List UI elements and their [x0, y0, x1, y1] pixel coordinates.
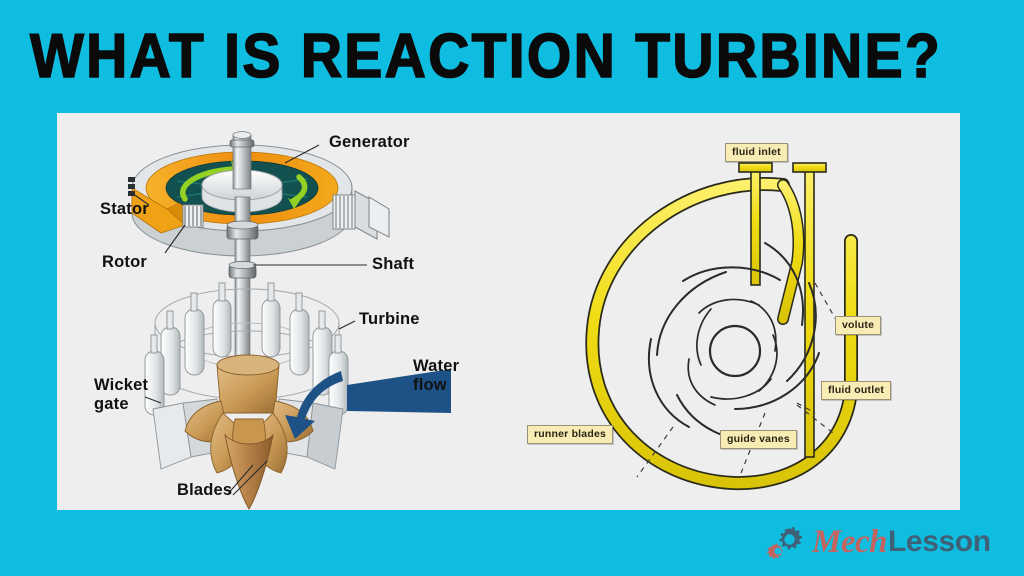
gear-small-icon	[767, 543, 783, 559]
runner-inner-vanes	[687, 298, 778, 406]
gear-large-icon	[779, 526, 802, 550]
runner-blades-curves	[647, 242, 820, 442]
label-blades: Blades	[177, 481, 233, 499]
stator-laminations-left	[182, 204, 204, 228]
main-shaft	[226, 131, 259, 408]
wicket-gate-posts	[144, 282, 349, 416]
label-water-flow: Water flow	[413, 357, 460, 394]
callout-volute: volute	[835, 316, 882, 335]
callout-fluid-outlet: fluid outlet	[821, 381, 892, 400]
callout-guide-vanes: guide vanes	[720, 430, 797, 449]
label-stator: Stator	[100, 200, 149, 218]
logo-lesson-text: Lesson	[888, 525, 991, 558]
logo-mech-text: Mech	[812, 523, 888, 560]
figure-volute-casing: fluid inlet volute fluid outlet runner b…	[497, 113, 960, 510]
label-rotor: Rotor	[102, 253, 147, 271]
fluid-inlet-pipe	[738, 162, 827, 458]
label-wicket-gate: Wicket gate	[94, 376, 149, 413]
label-turbine: Turbine	[359, 310, 420, 328]
callout-runner-blades: runner blades	[527, 425, 614, 444]
callout-fluid-inlet: fluid inlet	[725, 143, 788, 162]
page-title: What is Reaction Turbine?	[29, 21, 942, 92]
stator-laminations-right	[332, 190, 390, 240]
content-panel: Generator Stator Rotor Shaft Turbine Wic…	[57, 113, 960, 510]
label-generator: Generator	[329, 133, 410, 151]
gear-icon	[767, 526, 802, 559]
generator-assembly	[128, 144, 390, 257]
label-shaft: Shaft	[372, 255, 415, 273]
runner-assembly	[184, 354, 314, 510]
shaft-collars	[226, 220, 259, 279]
runner-hub-circle	[708, 324, 762, 378]
volute-spiral	[585, 177, 858, 491]
leader-lines	[128, 144, 367, 496]
brand-logo: Mech Lesson	[766, 521, 991, 563]
water-flow-arrow	[285, 369, 451, 439]
turbine-cutaway-svg	[128, 131, 451, 510]
figure-reaction-turbine-cutaway: Generator Stator Rotor Shaft Turbine Wic…	[57, 113, 497, 510]
volute-casing-svg	[585, 162, 858, 491]
